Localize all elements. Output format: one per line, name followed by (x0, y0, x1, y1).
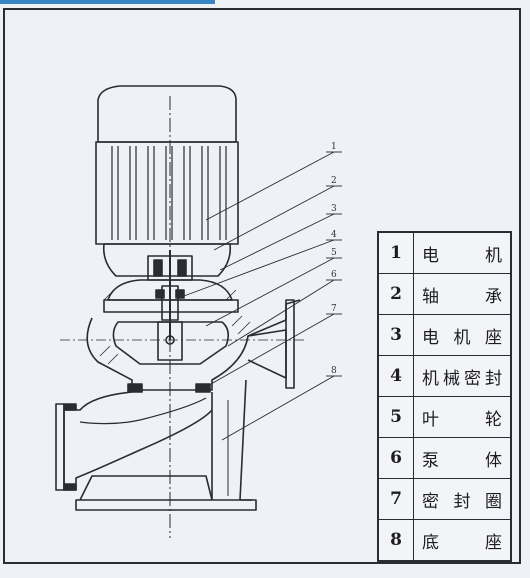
motor-cap (97, 85, 237, 143)
part-number: 3 (377, 314, 414, 356)
part-name: 电机座 (413, 314, 512, 356)
impeller (112, 321, 230, 365)
leader-5 (205, 257, 335, 327)
motor-body (95, 141, 239, 245)
pump-base (75, 499, 257, 511)
part-number: 2 (377, 273, 414, 315)
volute-casing (86, 299, 301, 391)
leader-4 (183, 239, 335, 297)
leader-3 (219, 213, 335, 271)
seal-ring-right (195, 383, 211, 393)
callout-8: 8 (331, 366, 337, 376)
leader-8 (221, 375, 335, 441)
part-name: 电 机 (413, 231, 512, 274)
callout-4: 4 (331, 230, 337, 240)
motor-seat (107, 279, 233, 301)
leader-6 (227, 279, 335, 347)
part-name: 轴 承 (413, 273, 512, 315)
part-name: 密封圈 (413, 478, 512, 520)
part-number: 8 (377, 519, 414, 562)
leader-7 (203, 313, 335, 389)
part-number: 5 (377, 396, 414, 438)
callout-5: 5 (331, 248, 337, 258)
part-number: 1 (377, 231, 414, 274)
seal-ring-left (127, 383, 143, 393)
part-name: 叶 轮 (413, 396, 512, 438)
part-number: 7 (377, 478, 414, 520)
part-name: 机械密封 (413, 355, 512, 397)
motor-base (102, 243, 232, 277)
top-accent-bar (0, 0, 215, 4)
part-name: 底 座 (413, 519, 512, 562)
callout-3: 3 (331, 204, 337, 214)
part-number: 4 (377, 355, 414, 397)
leader-1 (205, 151, 335, 221)
callout-7: 7 (331, 304, 337, 314)
inlet-elbow (63, 391, 213, 491)
part-name: 泵 体 (413, 437, 512, 479)
callout-2: 2 (331, 176, 337, 186)
leader-2 (213, 185, 335, 251)
callout-6: 6 (331, 270, 337, 280)
callout-1: 1 (331, 142, 337, 152)
part-number: 6 (377, 437, 414, 479)
